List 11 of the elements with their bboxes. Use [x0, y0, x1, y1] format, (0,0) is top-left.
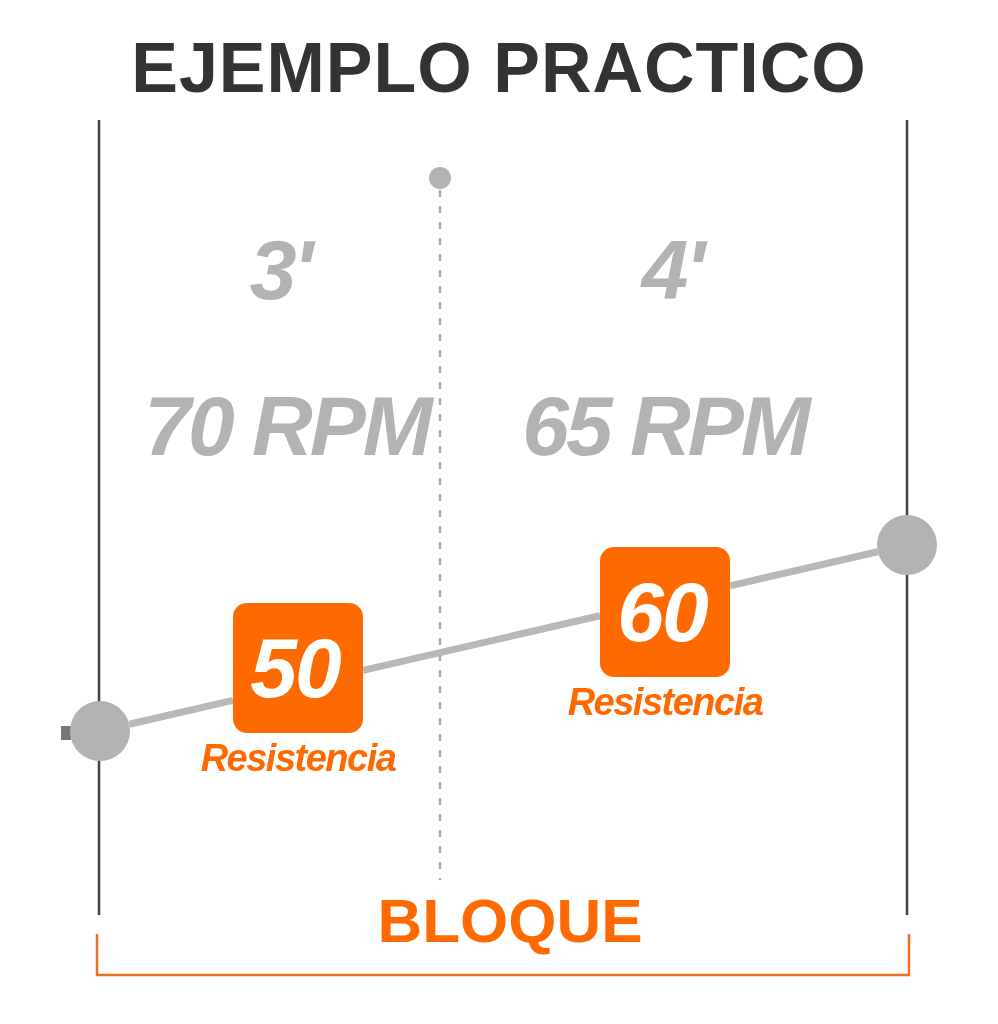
- connector-line: [729, 548, 879, 590]
- node-label: Resistencia: [567, 681, 763, 724]
- value-text: 60: [616, 563, 709, 661]
- node-circle: [877, 515, 937, 575]
- node-circle: [70, 701, 130, 761]
- connector-line: [362, 612, 601, 674]
- connector-line: [128, 696, 234, 728]
- node-label: Resistencia: [200, 737, 396, 780]
- title: EJEMPLO PRACTICO: [130, 28, 868, 108]
- value-text: 50: [249, 619, 342, 717]
- block-label: BLOQUE: [377, 885, 643, 956]
